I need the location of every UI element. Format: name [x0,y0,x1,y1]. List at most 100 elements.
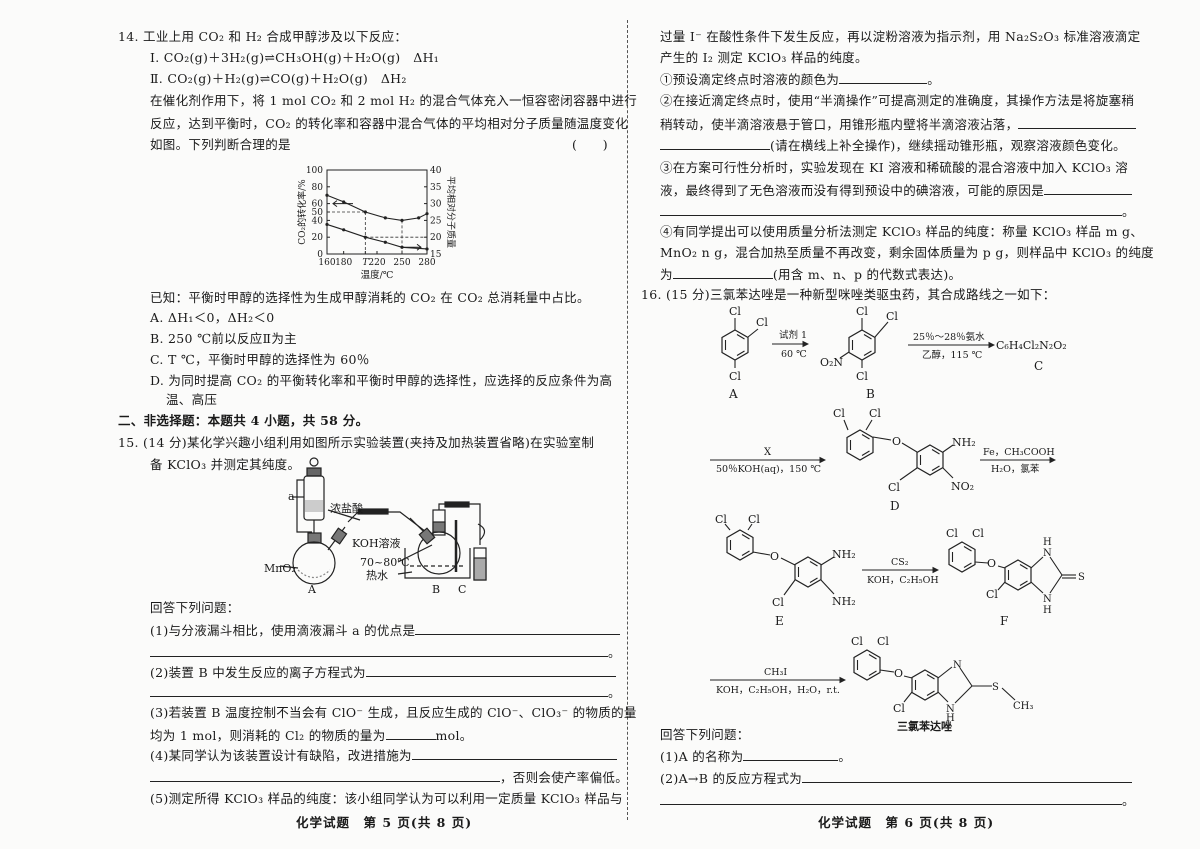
y2-tick-label: 30 [430,200,442,210]
x-tick-label: 280 [418,258,435,268]
q14-text: 如图。下列判断合理的是 [150,137,291,152]
answer-blank[interactable] [660,137,770,150]
q15-part2-text: (2)装置 B 中发生反应的离子方程式为 [150,665,366,680]
atom-cl: Cl [729,305,741,318]
label-B: B [432,583,440,596]
data-point [383,216,387,220]
q15-part2-cont: 。 [150,684,621,701]
atom-o: O [770,550,779,563]
q15-part4-tail: ，否则会使产率偏低。 [500,770,629,785]
x-tick-label: 180 [335,258,352,268]
q16-part1: (1)A 的名称为。 [660,748,851,765]
y-tick-label: 60 [312,200,324,210]
q15-cont: 产生的 I₂ 测定 KClO₃ 样品的纯度。 [660,50,868,65]
group-o2n: O₂N [820,356,843,369]
sub-3-cont: 。 [660,203,1135,220]
atom-cl: Cl [748,513,760,526]
answer-blank[interactable] [1044,182,1133,195]
answer-blank[interactable] [415,622,621,635]
sub-1-text: ①预设滴定终点时溶液的颜色为 [660,72,840,87]
y-tick-label: 100 [306,166,323,176]
q15-part4: (4)某同学认为该装置设计有缺陷，改进措施为 [150,747,617,764]
answer-blank[interactable] [411,747,617,760]
compound-label-f: F [1000,614,1008,628]
data-point [417,216,421,220]
data-point [342,200,346,204]
y2-tick-label: 15 [430,250,442,260]
q15-part4-cont: ，否则会使产率偏低。 [150,769,628,786]
y-axis-label: CO₂的转化率/% [296,179,308,245]
answer-blank[interactable] [385,727,436,740]
label-temp: 70~80℃ [360,556,410,569]
answer-blank[interactable] [150,684,608,697]
answer-blank[interactable] [660,792,1122,805]
atom-h: H [1043,605,1052,616]
sub-2-text: 稍转动，使半滴溶液悬于管口，用锥形瓶内壁将半滴溶液沾落， [660,117,1019,132]
period: 。 [608,645,621,660]
q14-reaction-2: Ⅱ. CO₂(g)＋H₂(g)⇌CO(g)＋H₂O(g) ΔH₂ [150,71,407,86]
answer-blank[interactable] [839,71,928,84]
atom-o: O [987,557,996,570]
plot-frame [326,169,428,255]
data-point [363,235,367,239]
option-a: A. ΔH₁＜0，ΔH₂＜0 [150,310,275,325]
y-tick-label: 80 [312,183,324,193]
reagent-1: 试剂 1 [779,329,807,341]
answer-blank[interactable] [1018,116,1137,129]
x-tick-label: 250 [393,258,410,268]
compound-label-b: B [866,387,875,401]
data-point [325,193,329,197]
atom-n: N [946,704,955,715]
q15-cont: 过量 I⁻ 在酸性条件下发生反应，再以淀粉溶液为指示剂，用 Na₂S₂O₃ 标准… [660,29,1141,44]
data-point [425,247,429,251]
answer-blank[interactable] [150,769,500,782]
atom-cl: Cl [986,588,998,601]
condition-4: H₂O，氯苯 [991,463,1040,475]
x-axis-label: 温度/℃ [361,269,394,281]
group-no2: NO₂ [951,480,974,493]
answer-blank[interactable] [802,770,1133,783]
reagent-4: Fe，CH₃COOH [983,447,1055,458]
q14-reaction-1: Ⅰ. CO₂(g)＋3H₂(g)⇌CH₃OH(g)＋H₂O(g) ΔH₁ [150,50,440,65]
q16-part2-cont: 。 [660,792,1135,809]
y-tick-label: 50 [312,208,324,218]
q15-stem: 15. (14 分)某化学兴趣小组利用如图所示实验装置(夹持及加热装置省略)在实… [118,435,595,450]
answer-blank[interactable] [743,748,839,761]
atom-cl: Cl [877,635,889,648]
atom-n: N [953,660,962,671]
atom-cl: Cl [893,702,905,715]
condition-6: KOH，C₂H₅OH，H₂O，r.t. [716,685,840,696]
atom-s: S [1078,572,1085,583]
option-b: B. 250 ℃前以反应Ⅱ为主 [150,331,297,346]
answer-blank[interactable] [365,664,616,677]
reagent-2: 25％～28％氨水 [913,331,985,343]
answer-blank[interactable] [660,203,1122,216]
group-nh2: NH₂ [832,595,856,608]
label-mno2: MnO₂ [264,562,296,575]
q16-part2-text: (2)A→B 的反应方程式为 [660,771,803,786]
group-ch3: CH₃ [1013,701,1033,712]
y2-tick-label: 25 [430,216,442,226]
atom-cl: Cl [833,407,845,420]
group-nh2: NH₂ [952,436,976,449]
product-name: 三氯苯达唑 [897,719,952,733]
sub-3-cont: 液，最终得到了无色溶液而没有得到预设中的碘溶液，可能的原因是 [660,182,1133,199]
label-koh: KOH溶液 [352,536,401,550]
atom-cl: Cl [756,316,768,329]
atom-cl: Cl [946,527,958,540]
reagent-x: X [764,447,772,458]
label-hcl: 浓盐酸 [330,501,363,515]
sub-4-cont: 为(用含 m、n、p 的代数式表达)。 [660,266,961,283]
y-tick-label: 0 [317,250,323,260]
series-line-1 [326,194,428,221]
compound-c-formula: C₆H₄Cl₂N₂O₂ [996,339,1067,352]
sub-4-tail: (用含 m、n、p 的代数式表达)。 [772,267,962,282]
answer-blank[interactable] [672,266,773,279]
compound-label-a: A [728,387,738,401]
answer-blank[interactable] [150,644,608,657]
page-footer-6: 化学试题 第 6 页(共 8 页) [818,815,995,830]
sub-3-text: 液，最终得到了无色溶液而没有得到预设中的碘溶液，可能的原因是 [660,183,1045,198]
atom-h: H [946,713,955,724]
atom-cl: Cl [869,407,881,420]
